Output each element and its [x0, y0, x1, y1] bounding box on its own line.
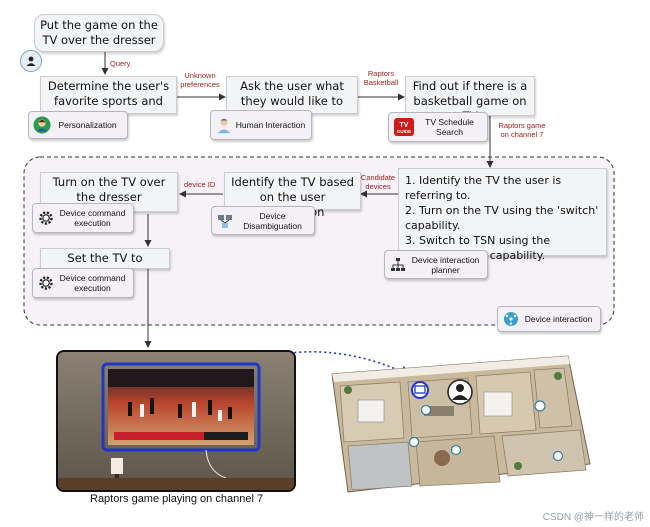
device-interaction-badge: Device interaction — [497, 306, 601, 332]
gear-icon — [37, 209, 55, 227]
disambiguation-icon — [216, 212, 234, 230]
personalization-label: Personalization — [58, 120, 117, 130]
edge-label-raptors-basketball: Raptors Basketball — [363, 69, 399, 87]
step-identify-tv: Identify the TV based on the user descri… — [224, 172, 361, 219]
gear-icon — [37, 274, 55, 292]
query-bubble: Put the game on the TV over the dresser — [34, 14, 164, 52]
device-command-label-2: Device command execution — [59, 273, 126, 293]
device-command-badge-2: Device command execution — [32, 268, 134, 298]
hierarchy-icon — [389, 256, 407, 274]
photo-caption: Raptors game playing on channel 7 — [90, 493, 264, 505]
human-interaction-icon — [215, 116, 233, 134]
step-find-game: Find out if there is a basketball game o… — [405, 76, 535, 123]
edge-label-device-id: device ID — [184, 180, 216, 189]
device-disambiguation-badge: Device Disambiguation — [211, 206, 315, 235]
user-avatar-icon — [20, 50, 42, 72]
edge-label-query: Query — [110, 59, 131, 68]
watermark: CSDN @神一样的老师 — [542, 512, 644, 523]
planner-line-2: 2. Turn on the TV using the 'switch' cap… — [405, 204, 599, 232]
edge-label-candidate-devices: Candidate devices — [360, 173, 396, 191]
person-avatar-icon — [33, 116, 51, 134]
edge-label-unknown-preferences: Unknown preferences — [180, 71, 220, 89]
step-set-channel: Set the TV to channel 7 — [40, 248, 170, 280]
tv-photo — [56, 350, 296, 492]
floor-plan — [318, 346, 600, 496]
svg-text:GUIDE: GUIDE — [397, 129, 411, 134]
step-determine-preferences: Determine the user's favorite sports and… — [40, 76, 177, 123]
device-interaction-label: Device interaction — [524, 314, 593, 324]
svg-text:TV: TV — [400, 122, 409, 129]
device-interaction-planner-badge: Device interaction planner — [384, 250, 488, 279]
device-disambiguation-label: Device Disambiguation — [243, 210, 302, 231]
device-interaction-planner-label: Device interaction planner — [411, 254, 480, 275]
planner-line-1: 1. Identify the TV the user is referring… — [405, 174, 562, 202]
device-network-icon — [502, 310, 520, 328]
step-ask-user: Ask the user what they would like to wat… — [226, 76, 358, 123]
personalization-badge: Personalization — [28, 111, 128, 139]
device-command-badge-1: Device command execution — [32, 203, 134, 233]
edge-label-raptors-game: Raptors game on channel 7 — [498, 121, 546, 139]
tv-photo-scene — [58, 352, 294, 490]
step-turn-on-text: Turn on the TV over the dresser — [52, 175, 166, 204]
query-text: Put the game on the TV over the dresser — [40, 18, 158, 47]
human-interaction-label: Human Interaction — [235, 120, 306, 130]
planner-box: 1. Identify the TV the user is referring… — [398, 168, 607, 262]
device-command-label-1: Device command execution — [59, 208, 126, 228]
human-interaction-badge: Human Interaction — [210, 110, 312, 140]
tv-schedule-search-label: TV Schedule Search — [425, 117, 474, 137]
floor-plan-render — [331, 355, 591, 493]
